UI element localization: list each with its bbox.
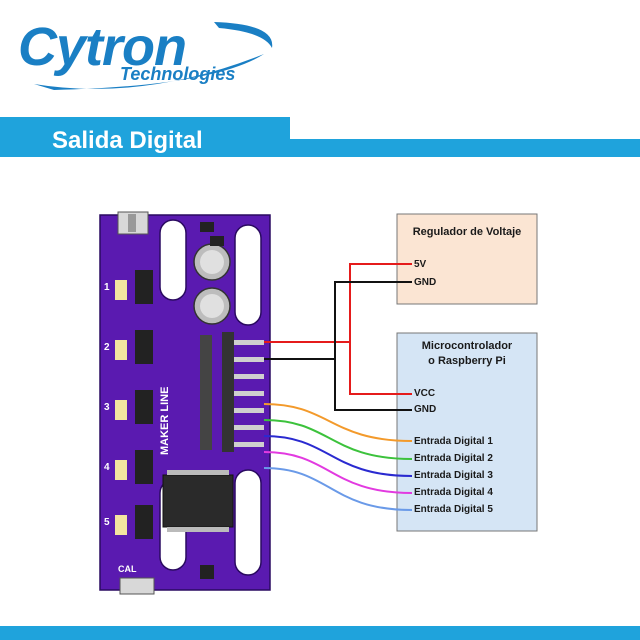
brand-tagline: Technologies	[120, 64, 236, 84]
footer-bar	[0, 626, 640, 640]
board-channel-label: 2	[104, 342, 110, 353]
board-button-label: CAL	[118, 564, 137, 574]
mcu-pin-input-1: Entrada Digital 1	[414, 436, 493, 447]
board-channel-label: 5	[104, 517, 110, 528]
logo-swoosh-icon	[34, 22, 273, 90]
voltage-regulator-title: Regulador de Voltaje	[412, 226, 522, 238]
cytron-logo: Cytron Technologies	[14, 14, 274, 90]
board-channel-label: 4	[104, 462, 110, 473]
board-channel-label: 3	[104, 402, 110, 413]
voltage-regulator-box	[396, 213, 538, 305]
board-silkscreen-name: MAKER LINE	[159, 387, 171, 455]
mcu-pin-gnd: GND	[414, 404, 437, 415]
mcu-pin-input-3: Entrada Digital 3	[414, 470, 493, 481]
power-wires	[264, 263, 412, 411]
signal-wires	[263, 403, 413, 511]
regulator-pin-5v: 5V	[414, 259, 427, 270]
mcu-pin-input-4: Entrada Digital 4	[414, 487, 493, 498]
ir-sensor-board	[99, 211, 271, 595]
board-channel-label: 1	[104, 282, 110, 293]
microcontroller-box	[396, 332, 538, 532]
page-title: Salida Digital	[52, 127, 203, 154]
microcontroller-title-line2: o Raspberry Pi	[428, 355, 506, 367]
regulator-pin-gnd: GND	[414, 277, 437, 288]
banner-bar	[0, 117, 640, 157]
microcontroller-title-line1: Microcontrolador	[421, 340, 513, 352]
brand-name: Cytron	[18, 17, 187, 77]
mcu-pin-input-2: Entrada Digital 2	[414, 453, 493, 464]
mcu-pin-input-5: Entrada Digital 5	[414, 504, 493, 515]
mcu-pin-vcc: VCC	[414, 388, 436, 399]
